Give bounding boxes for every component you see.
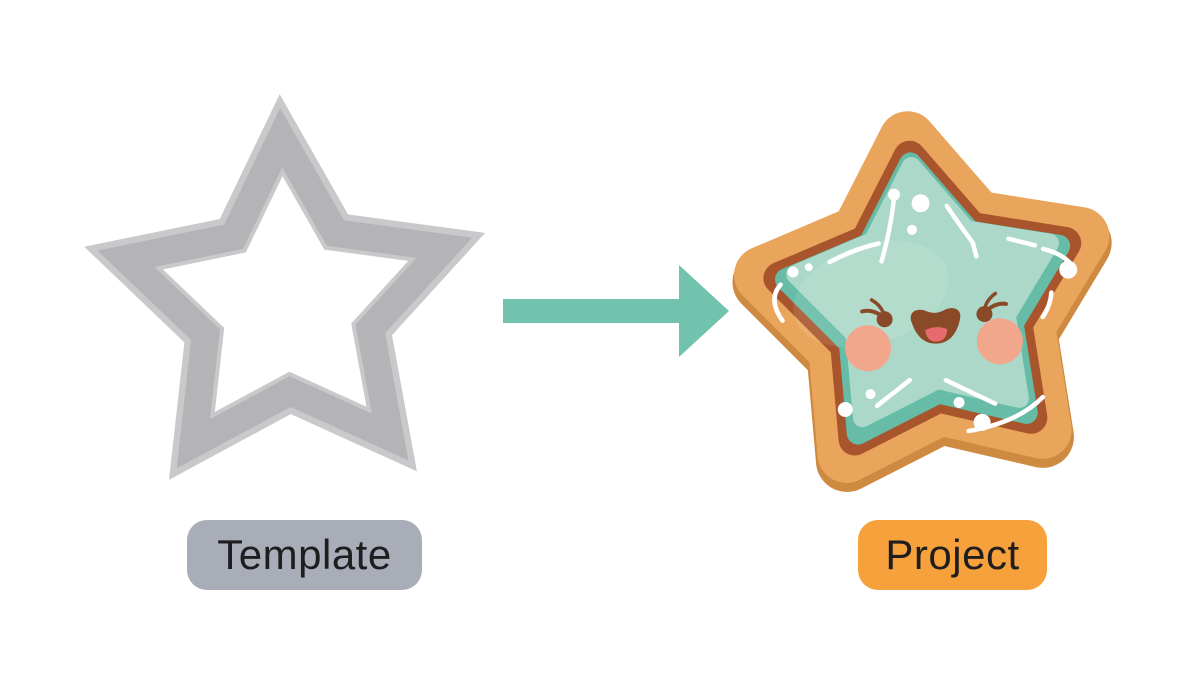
tongue xyxy=(925,327,948,342)
mouth xyxy=(910,308,961,344)
star-cookie-icon xyxy=(732,111,1112,492)
sugar-dots xyxy=(787,188,1078,431)
right-eye xyxy=(976,291,1008,323)
arrow-right-icon xyxy=(503,265,729,357)
cookie-face xyxy=(845,291,1023,372)
icing-gloss xyxy=(793,240,949,348)
cookie-body xyxy=(732,111,1112,492)
icing-highlight-lines xyxy=(772,194,1075,434)
cookie-cutter-star-icon xyxy=(84,94,486,480)
template-label-text: Template xyxy=(217,531,392,578)
project-label-text: Project xyxy=(885,531,1020,578)
left-cheek xyxy=(845,325,892,372)
template-label: Template xyxy=(187,520,422,590)
left-eye xyxy=(860,298,893,328)
project-label: Project xyxy=(858,520,1047,590)
right-cheek xyxy=(976,318,1023,365)
cutter-star-shape xyxy=(84,94,486,480)
